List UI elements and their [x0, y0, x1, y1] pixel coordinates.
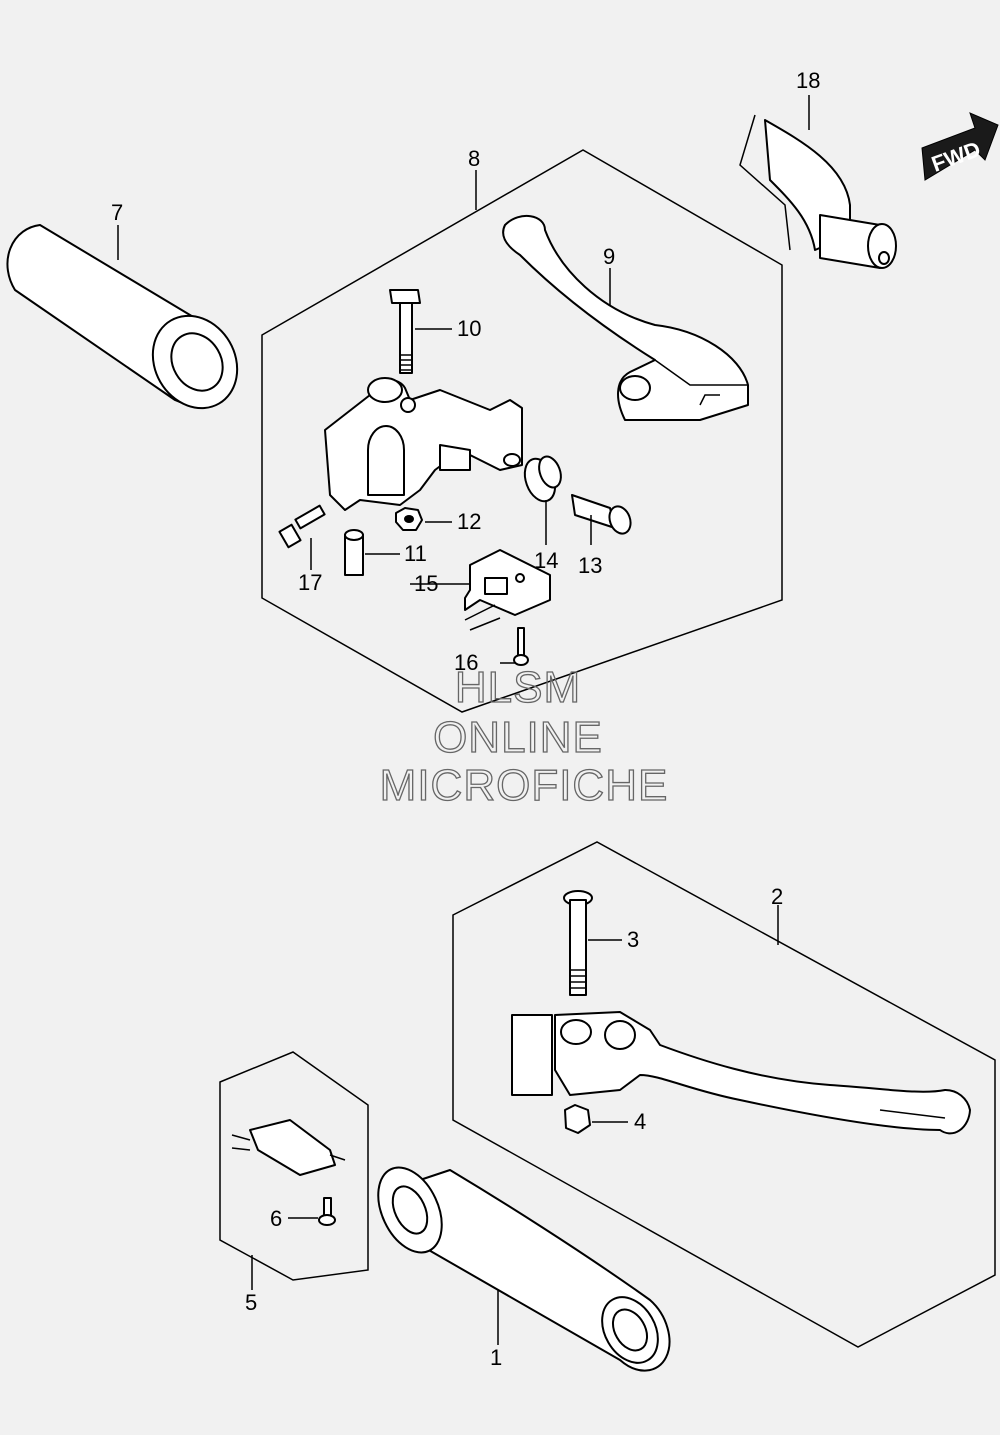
callout-14: 14 — [534, 548, 558, 573]
throttle-1-drawing — [377, 1166, 671, 1372]
nut-4-drawing — [564, 1104, 591, 1134]
callout-8: 8 — [468, 146, 480, 171]
bolt-3-drawing — [563, 890, 593, 996]
collar-11-drawing — [344, 529, 364, 576]
callout-15: 15 — [414, 571, 438, 596]
watermark: HLSM ONLINE MICROFICHE — [379, 662, 669, 810]
screw-16-drawing — [513, 627, 529, 666]
group-box-5 — [219, 1051, 369, 1281]
callout-3: 3 — [627, 927, 639, 952]
fwd-arrow-icon: FWD — [921, 112, 999, 181]
callout-2: 2 — [771, 884, 783, 909]
group-box-8 — [261, 149, 783, 713]
bolt-17-drawing — [278, 504, 326, 549]
switch-15-drawing — [464, 549, 551, 631]
callout-16: 16 — [454, 650, 478, 675]
perch-8-drawing — [324, 377, 523, 511]
lever-2-drawing — [511, 1011, 971, 1135]
watermark-line-3: MICROFICHE — [380, 761, 669, 810]
grip-7-drawing — [6, 224, 239, 410]
callout-18: 18 — [796, 68, 820, 93]
guard-18-drawing — [739, 114, 897, 269]
callout-10: 10 — [457, 316, 481, 341]
leader-lines — [117, 95, 810, 1345]
callout-7: 7 — [111, 200, 123, 225]
switch-5-drawing — [231, 1119, 346, 1176]
callout-6: 6 — [270, 1206, 282, 1231]
watermark-line-1: HLSM — [455, 663, 581, 712]
callout-13: 13 — [578, 553, 602, 578]
screw-13-drawing — [571, 494, 632, 535]
callout-labels: 1 2 3 4 5 6 7 8 9 10 11 12 13 14 15 16 1… — [111, 68, 820, 1370]
screw-6-drawing — [318, 1197, 336, 1226]
watermark-line-2: ONLINE — [433, 713, 603, 762]
callout-1: 1 — [490, 1345, 502, 1370]
callout-11: 11 — [404, 541, 427, 566]
adjuster-14-drawing — [523, 455, 562, 503]
callout-4: 4 — [634, 1109, 646, 1134]
callout-5: 5 — [245, 1290, 257, 1315]
lever-9-drawing — [502, 215, 749, 421]
callout-9: 9 — [603, 244, 615, 269]
bolt-10-drawing — [389, 289, 421, 374]
group-box-2 — [452, 841, 996, 1348]
nut-12-drawing — [395, 507, 423, 531]
callout-17: 17 — [298, 570, 322, 595]
callout-12: 12 — [457, 509, 481, 534]
